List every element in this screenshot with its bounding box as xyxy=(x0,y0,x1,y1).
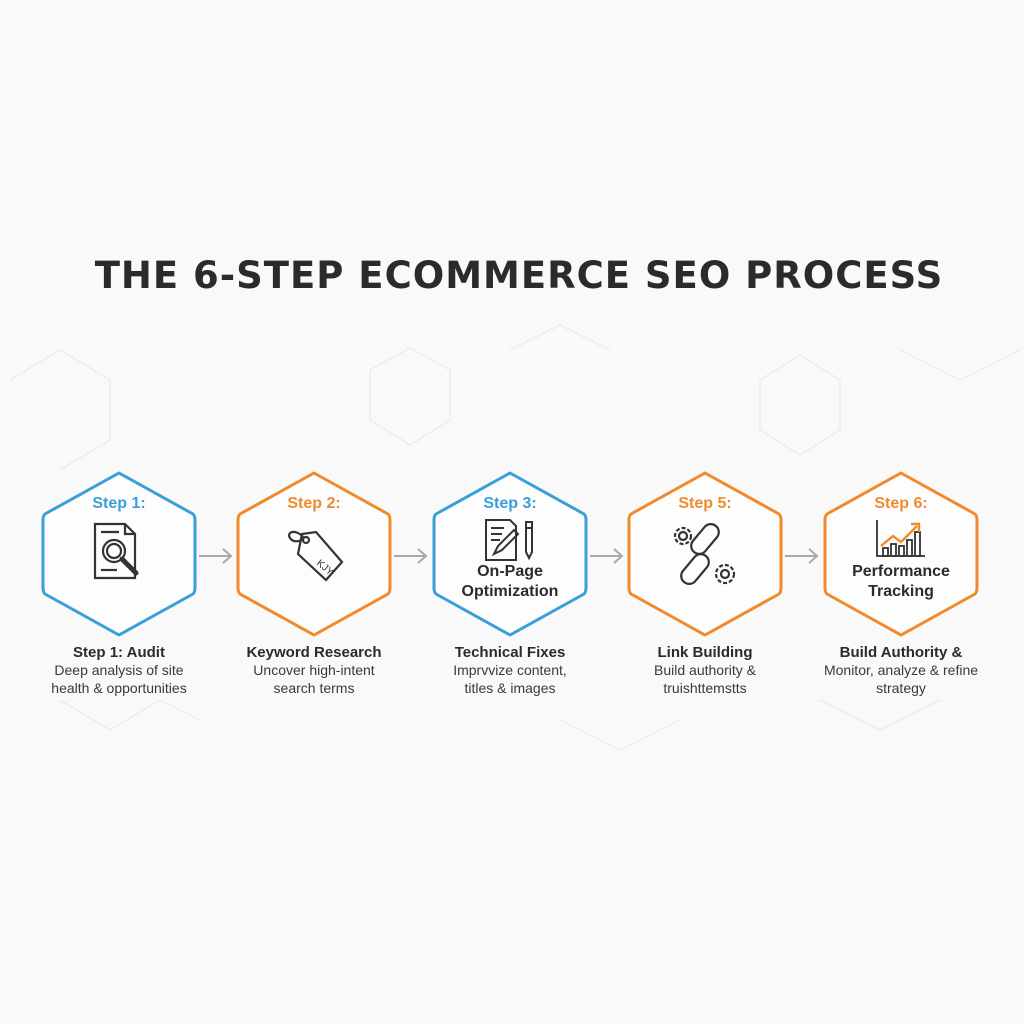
hex-title-line: On-Page xyxy=(477,563,543,580)
step-caption: Link Building xyxy=(657,644,753,661)
step-caption: Build Authority & xyxy=(839,644,963,661)
hex-title-line: Optimization xyxy=(461,583,559,600)
step-description: Imprvvize content, xyxy=(453,662,567,678)
step-description: Monitor, analyze & refine xyxy=(823,662,979,678)
growth-chart-icon xyxy=(875,518,927,563)
hexagon-outline xyxy=(236,471,392,637)
step-hexagon: Step 5: xyxy=(627,470,783,638)
step-number-label: Step 6: xyxy=(874,495,928,512)
step-hexagon: Step 2: KJY xyxy=(236,470,392,638)
step-caption: Keyword Research xyxy=(246,644,382,661)
hex-title-line: Tracking xyxy=(868,583,934,600)
document-search-icon xyxy=(87,520,151,589)
process-step: Step 1: Step 1: Audit Deep analysis of s… xyxy=(21,470,217,697)
step-description: strategy xyxy=(876,680,926,696)
step-description: titles & images xyxy=(464,680,556,696)
hexagon-outline xyxy=(432,471,588,637)
step-description: truishttemstts xyxy=(663,680,747,696)
chain-link-gears-icon xyxy=(667,520,743,597)
arrow-right-icon xyxy=(394,548,428,564)
arrow-right-icon xyxy=(199,548,233,564)
hexagon-outline xyxy=(41,471,197,637)
step-description: Build authority & xyxy=(654,662,756,678)
svg-text:KJY: KJY xyxy=(314,558,335,578)
step-hexagon: Step 1: xyxy=(41,470,197,638)
step-number-label: Step 5: xyxy=(678,495,732,512)
step-number-label: Step 1: xyxy=(92,495,146,512)
step-number-label: Step 2: xyxy=(287,495,341,512)
step-caption: Step 1: Audit xyxy=(73,644,165,661)
step-number-label: Step 3: xyxy=(483,495,537,512)
step-description: health & opportunities xyxy=(51,680,187,696)
arrow-right-icon xyxy=(785,548,819,564)
hexagon-outline xyxy=(627,471,783,637)
edit-document-pencil-icon xyxy=(482,518,538,567)
step-description: search terms xyxy=(273,680,355,696)
price-tag-icon: KJY xyxy=(282,520,346,589)
process-step: Step 2: KJY Keyword Research Uncover hig… xyxy=(216,470,412,697)
arrow-right-icon xyxy=(590,548,624,564)
step-description: Deep analysis of site xyxy=(54,662,184,678)
page-title: THE 6-STEP ECOMMERCE SEO PROCESS xyxy=(94,254,944,297)
hexagon-outline xyxy=(823,471,979,637)
step-caption: Technical Fixes xyxy=(454,644,566,661)
process-step: Step 5: Link Building Build authority & t… xyxy=(607,470,803,697)
step-description: Uncover high-intent xyxy=(253,662,375,678)
hex-title-line: Performance xyxy=(852,563,950,580)
